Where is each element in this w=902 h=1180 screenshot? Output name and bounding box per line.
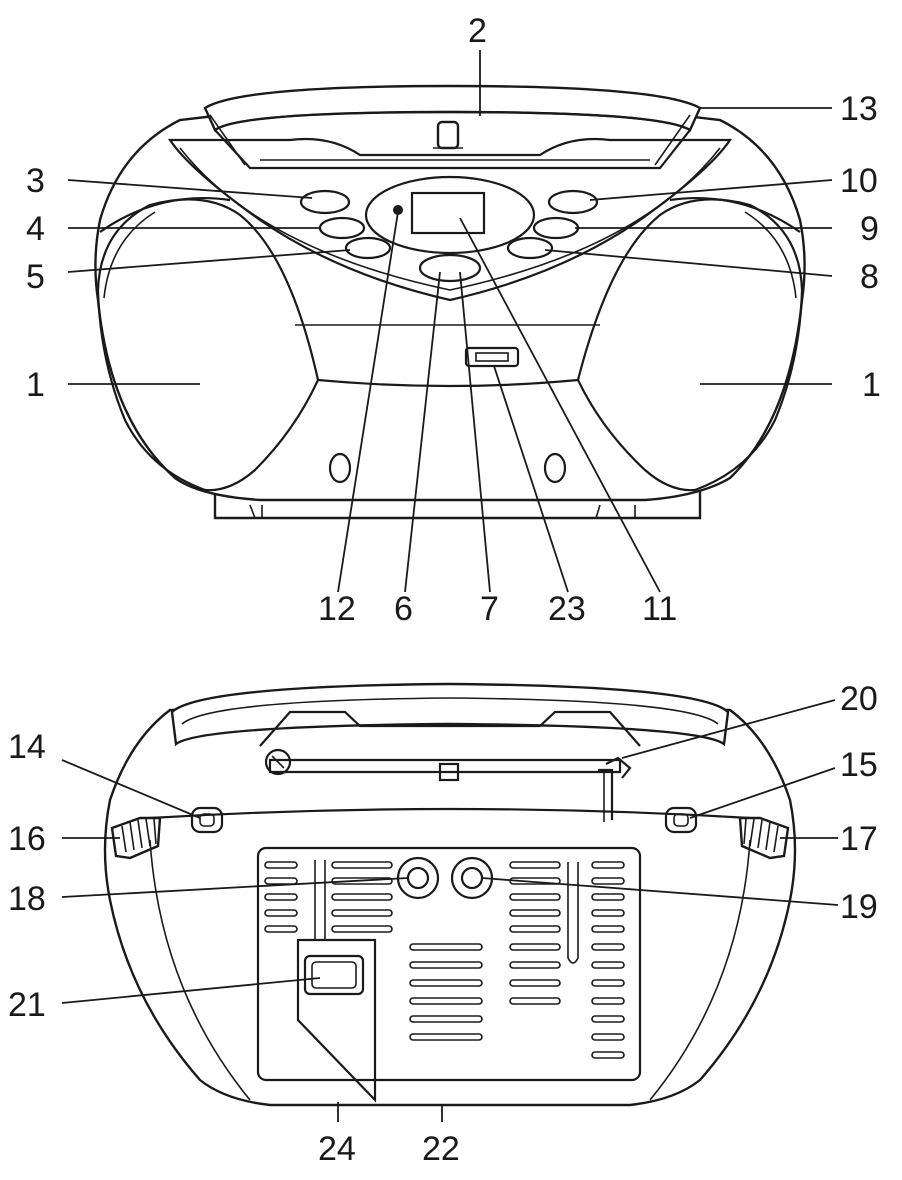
usb-port[interactable] — [464, 346, 520, 368]
label-6: 6 — [394, 590, 413, 628]
label-24: 24 — [318, 1130, 356, 1168]
label-15: 15 — [840, 746, 878, 784]
label-22: 22 — [422, 1130, 460, 1168]
label-17: 17 — [840, 820, 878, 858]
label-11: 11 — [642, 590, 677, 628]
label-18: 18 — [8, 880, 46, 918]
control-panel — [167, 137, 733, 302]
speaker-left — [96, 198, 320, 492]
display-oval — [364, 175, 536, 255]
label-1-left: 1 — [26, 366, 45, 404]
button-6-7[interactable] — [418, 253, 482, 283]
label-19: 19 — [840, 888, 878, 926]
grip-right[interactable] — [738, 816, 790, 860]
rear-leaders — [61, 699, 839, 1122]
button-8[interactable] — [506, 236, 554, 260]
label-2: 2 — [468, 12, 487, 50]
vents-right — [509, 861, 625, 1059]
strap-loop-left[interactable] — [190, 806, 224, 834]
grip-left[interactable] — [110, 816, 162, 860]
rear-view — [103, 682, 797, 1107]
label-20: 20 — [840, 680, 878, 718]
rear-panel — [256, 846, 642, 1082]
label-7: 7 — [480, 590, 499, 628]
vents-center — [409, 943, 483, 1041]
strap-loop-right[interactable] — [664, 806, 698, 834]
vents-left — [264, 861, 393, 933]
label-5: 5 — [26, 258, 45, 296]
antenna[interactable] — [598, 756, 632, 820]
display — [410, 191, 486, 235]
label-8: 8 — [860, 258, 879, 296]
battery-compartment[interactable] — [296, 938, 377, 1103]
label-3: 3 — [26, 162, 45, 200]
label-9: 9 — [860, 210, 879, 248]
front-body — [94, 104, 806, 502]
rear-body — [103, 708, 797, 1107]
button-3[interactable] — [299, 189, 351, 215]
front-leaders — [67, 50, 833, 593]
button-5[interactable] — [344, 236, 392, 260]
label-23: 23 — [548, 590, 586, 628]
front-labels: 1 1 2 3 4 5 10 9 8 13 12 6 7 23 11 — [26, 12, 881, 628]
label-12: 12 — [318, 590, 356, 628]
speaker-right — [576, 198, 804, 492]
button-10[interactable] — [547, 189, 599, 215]
front-view — [94, 84, 806, 520]
label-1-right: 1 — [862, 366, 881, 404]
label-4: 4 — [26, 210, 45, 248]
indicator — [393, 205, 403, 215]
rear-labels: 14 15 16 17 18 19 20 21 24 22 — [8, 680, 878, 1168]
label-16: 16 — [8, 820, 46, 858]
label-10: 10 — [840, 162, 878, 200]
label-14: 14 — [8, 728, 46, 766]
cd-door[interactable] — [213, 110, 692, 170]
label-13: 13 — [840, 90, 878, 128]
label-21: 21 — [8, 986, 46, 1024]
